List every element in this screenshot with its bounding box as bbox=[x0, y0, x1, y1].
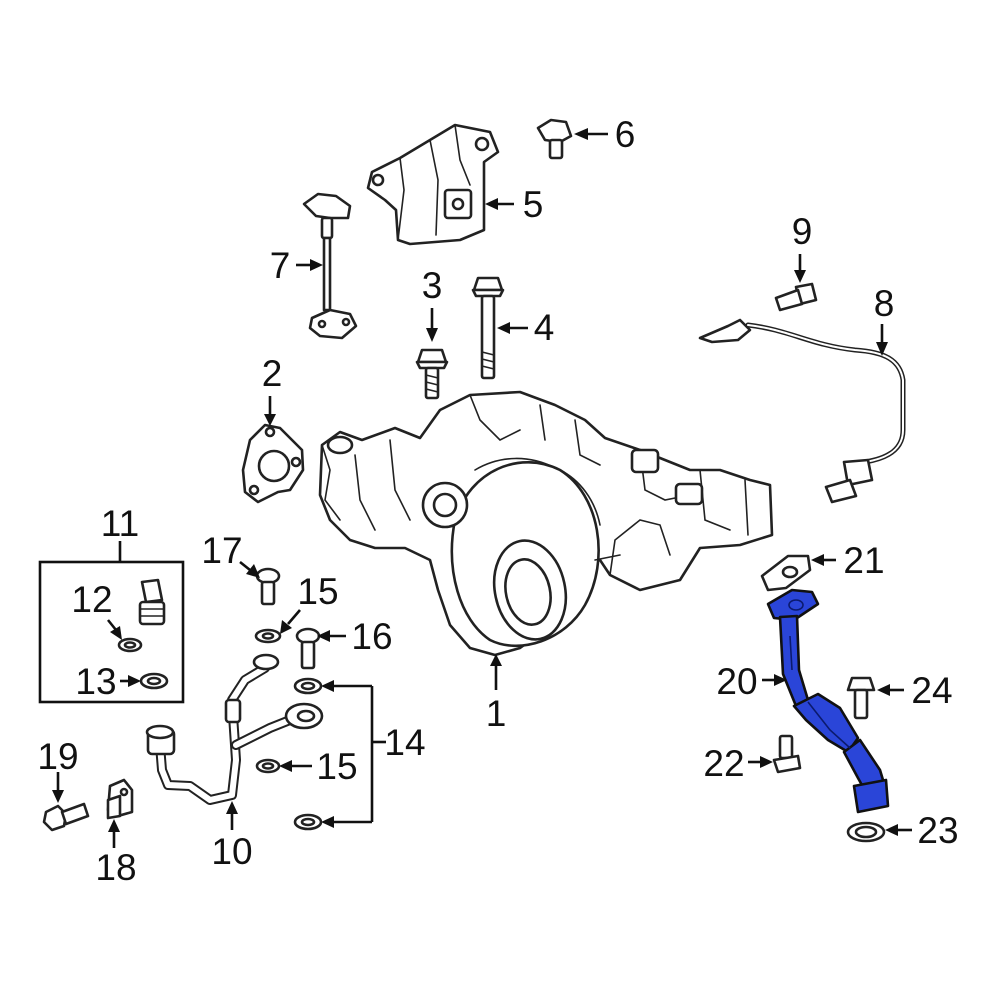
part-11-kit-box[interactable] bbox=[38, 560, 185, 704]
callout-2: 2 bbox=[262, 353, 283, 394]
callout-18: 18 bbox=[95, 847, 136, 888]
callout-1: 1 bbox=[486, 693, 507, 734]
part-12-washer[interactable] bbox=[117, 637, 143, 653]
callout-13: 13 bbox=[75, 661, 116, 702]
callout-4: 4 bbox=[534, 307, 555, 348]
callout-15-lower: 15 bbox=[316, 746, 357, 787]
part-16-bolt[interactable] bbox=[295, 627, 321, 670]
callout-11: 11 bbox=[101, 503, 139, 544]
callout-23: 23 bbox=[917, 810, 958, 851]
callout-10: 10 bbox=[211, 831, 252, 872]
part-3-bolt[interactable] bbox=[415, 348, 449, 400]
callout-17: 17 bbox=[201, 530, 242, 571]
part-8-sensor[interactable] bbox=[698, 318, 906, 504]
part-4-long-bolt[interactable] bbox=[471, 276, 505, 380]
part-9-bolt[interactable] bbox=[774, 282, 818, 312]
callout-7: 7 bbox=[270, 245, 291, 286]
part-13-washer[interactable] bbox=[139, 672, 169, 690]
part-14-washer-upper[interactable] bbox=[293, 677, 323, 695]
callout-3: 3 bbox=[422, 265, 443, 306]
part-15-washer-upper[interactable] bbox=[254, 628, 282, 644]
part-2-gasket[interactable] bbox=[241, 423, 305, 504]
callout-21: 21 bbox=[843, 540, 884, 581]
callout-5: 5 bbox=[523, 184, 544, 225]
callout-14: 14 bbox=[384, 722, 425, 763]
callout-8: 8 bbox=[874, 283, 895, 324]
leader-lines bbox=[52, 128, 912, 848]
part-14-washer-lower[interactable] bbox=[293, 813, 323, 831]
part-12-plug[interactable] bbox=[138, 578, 166, 626]
callout-labels: 1 2 3 4 5 6 7 8 9 10 11 12 13 14 15 15 1… bbox=[37, 114, 958, 888]
part-18-clip[interactable] bbox=[106, 778, 134, 820]
part-17-bolt[interactable] bbox=[255, 567, 281, 606]
part-1-turbocharger[interactable] bbox=[318, 390, 774, 657]
part-22-stud[interactable] bbox=[772, 734, 802, 774]
part-19-bolt[interactable] bbox=[42, 802, 90, 832]
part-20-oil-drain-pipe[interactable] bbox=[766, 588, 890, 814]
callout-6: 6 bbox=[615, 114, 636, 155]
callout-19: 19 bbox=[37, 736, 78, 777]
part-10-oil-line[interactable] bbox=[145, 653, 324, 805]
part-21-gasket[interactable] bbox=[760, 554, 812, 592]
part-23-washer[interactable] bbox=[846, 821, 886, 843]
part-6-bolt[interactable] bbox=[536, 118, 573, 160]
callout-24: 24 bbox=[911, 670, 952, 711]
part-24-bolt[interactable] bbox=[846, 676, 876, 720]
part-15-washer-lower[interactable] bbox=[255, 758, 281, 774]
callout-22: 22 bbox=[703, 743, 744, 784]
callout-20: 20 bbox=[716, 661, 757, 702]
callout-16: 16 bbox=[351, 616, 392, 657]
part-7-link-rod[interactable] bbox=[302, 192, 358, 340]
callout-9: 9 bbox=[792, 211, 813, 252]
callout-15-upper: 15 bbox=[297, 571, 338, 612]
part-5-bracket[interactable] bbox=[366, 123, 500, 246]
callout-12: 12 bbox=[71, 579, 112, 620]
